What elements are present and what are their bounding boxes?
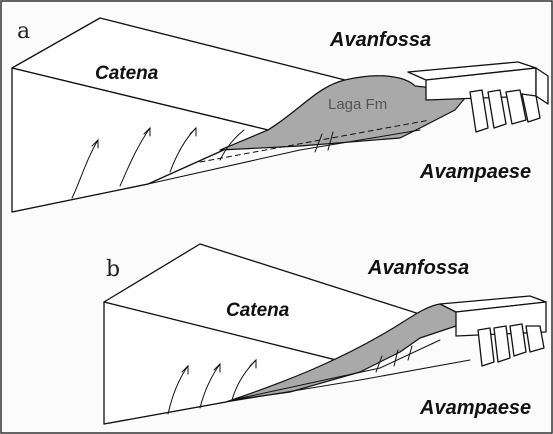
panel-b-fault-block-4 bbox=[526, 326, 544, 352]
panel-b-chain-label: Catena bbox=[226, 300, 290, 321]
panel-a-foreland-label: Avampaese bbox=[419, 161, 531, 183]
panel-b-foreland-label: Avampaese bbox=[419, 397, 531, 419]
panel-a-letter: a bbox=[17, 19, 30, 44]
panel-b: b Catena Avan bbox=[104, 244, 546, 424]
panel-a: a Laga Fm bbox=[12, 18, 548, 212]
panel-b-letter: b bbox=[106, 257, 120, 282]
panel-b-foreland-block bbox=[440, 296, 546, 366]
panel-b-foredeep-label: Avanfossa bbox=[367, 257, 469, 279]
panel-a-chain-label: Catena bbox=[95, 63, 159, 84]
panel-a-foredeep-label: Avanfossa bbox=[329, 29, 431, 51]
panel-a-foreland-end bbox=[536, 68, 548, 104]
panel-a-formation-label: Laga Fm bbox=[328, 96, 387, 113]
